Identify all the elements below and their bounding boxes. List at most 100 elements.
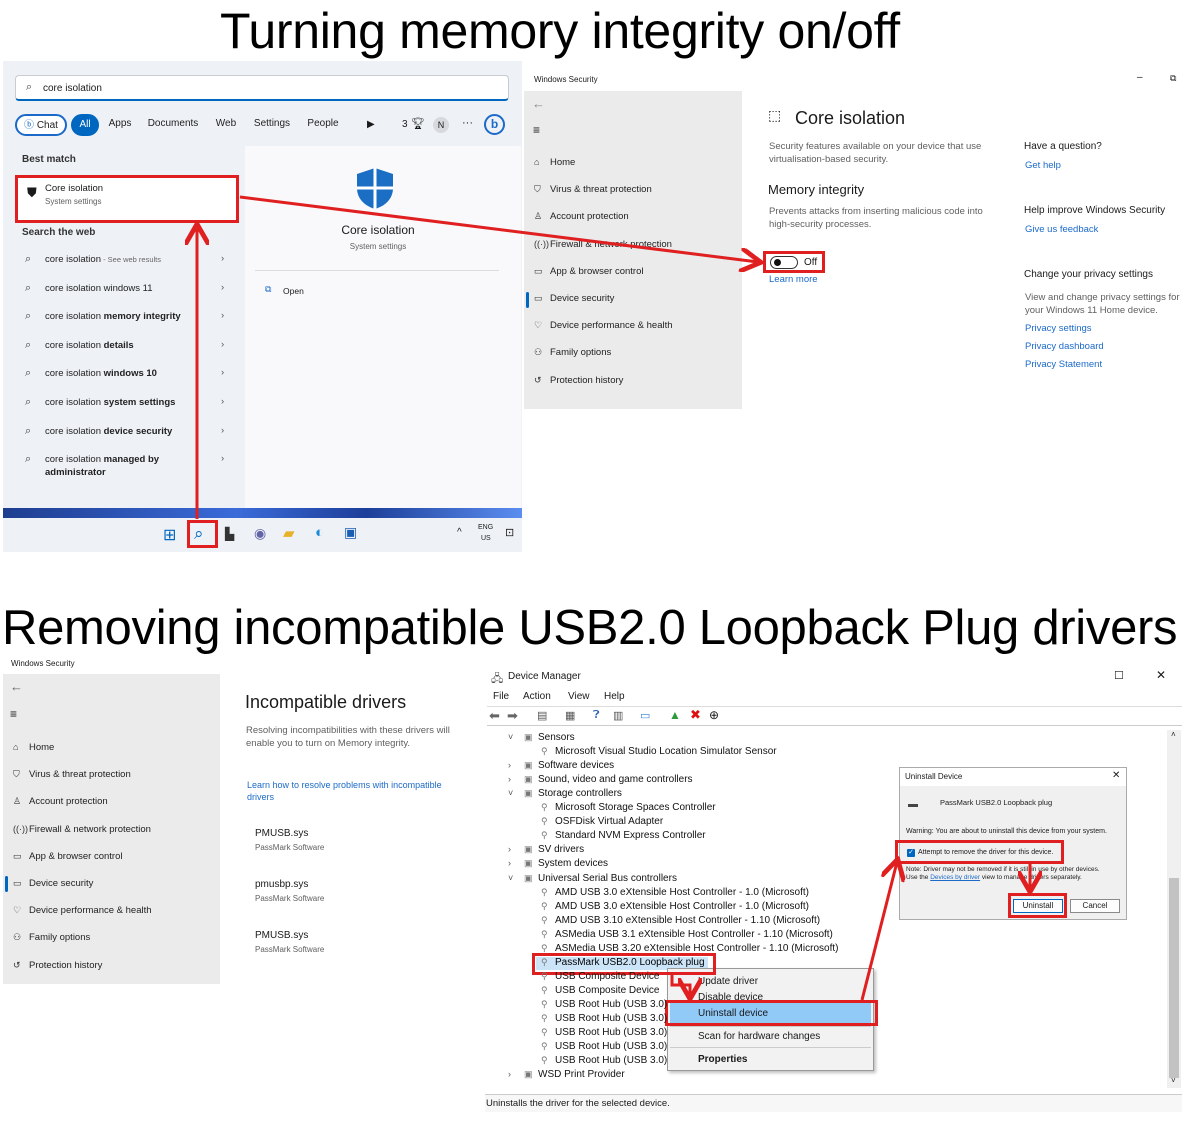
filter-people[interactable]: People xyxy=(307,118,339,129)
nav-item[interactable]: ⛉Virus & threat protection xyxy=(534,184,652,195)
web-result-item[interactable]: ⌕core isolation device security› xyxy=(25,425,235,449)
scroll-down-icon[interactable]: ˅ xyxy=(1171,1076,1176,1085)
tree-category[interactable]: ˅▣Universal Serial Bus controllers xyxy=(508,873,677,884)
web-result-item[interactable]: ⌕core isolation windows 11› xyxy=(25,282,235,306)
filter-web[interactable]: Web xyxy=(215,118,237,129)
tree-item[interactable]: ⚲AMD USB 3.0 eXtensible Host Controller … xyxy=(541,887,809,898)
web-result-item[interactable]: ⌕core isolation system settings› xyxy=(25,396,235,420)
open-link[interactable]: Open xyxy=(283,286,304,296)
filter-apps[interactable]: Apps xyxy=(108,118,132,129)
chevron-right-icon[interactable]: › xyxy=(508,774,511,785)
tree-category[interactable]: ›▣Software devices xyxy=(508,760,614,771)
nav-item[interactable]: ⛉Virus & threat protection xyxy=(13,769,131,780)
dm-scrollbar[interactable]: ˄ ˅ xyxy=(1167,730,1181,1088)
nav-item[interactable]: ♡Device performance & health xyxy=(534,320,673,331)
nav-item[interactable]: ▭App & browser control xyxy=(534,266,643,277)
nav-item[interactable]: ↺Protection history xyxy=(13,960,102,971)
chevron-down-icon[interactable]: ˅ xyxy=(508,788,514,799)
nav-item[interactable]: ↺Protection history xyxy=(534,375,623,386)
menu-file[interactable]: File xyxy=(493,691,510,702)
ctx-disable-device[interactable]: Disable device xyxy=(698,992,764,1003)
tree-category[interactable]: ˅▣Sensors xyxy=(508,732,575,743)
dialog-close-icon[interactable]: ✕ xyxy=(1112,770,1121,781)
chevron-right-icon[interactable]: › xyxy=(508,844,511,855)
nav-item[interactable]: ♡Device performance & health xyxy=(13,905,152,916)
scroll-thumb[interactable] xyxy=(1169,878,1179,1078)
notification-icon[interactable]: ⊡ xyxy=(505,527,515,539)
devices-by-driver-link[interactable]: Devices by driver xyxy=(930,874,981,881)
add-driver-icon[interactable]: ▲ xyxy=(669,708,681,722)
search-box[interactable]: ⌕ core isolation xyxy=(15,75,509,101)
store-icon[interactable]: ▣ xyxy=(344,524,358,540)
nav-item[interactable]: ▭App & browser control xyxy=(13,851,122,862)
tree-category[interactable]: ›▣SV drivers xyxy=(508,844,584,855)
chevron-right-icon[interactable]: › xyxy=(508,760,511,771)
nav-item[interactable]: ▭Device security xyxy=(13,878,93,889)
chevron-right-icon[interactable]: › xyxy=(508,1069,511,1080)
taskbar-search-icon[interactable]: ⌕ xyxy=(194,524,204,543)
tree-item-selected[interactable]: ⚲PassMark USB2.0 Loopback plug xyxy=(541,957,705,968)
minimize-icon[interactable]: – xyxy=(1137,72,1143,83)
tree-item[interactable]: ⚲ASMedia USB 3.1 eXtensible Host Control… xyxy=(541,929,833,940)
help-icon[interactable]: ❓︎ xyxy=(593,709,600,721)
ctx-update-driver[interactable]: Update driver xyxy=(698,976,759,987)
cancel-button[interactable]: Cancel xyxy=(1070,899,1120,913)
chat-app-icon[interactable]: ◉ xyxy=(254,525,267,541)
mi-toggle[interactable] xyxy=(770,256,798,269)
nav-item[interactable]: ((·))Firewall & network protection xyxy=(13,824,151,835)
hamburger-icon[interactable]: ≡ xyxy=(533,123,541,137)
hamburger-icon[interactable]: ≡ xyxy=(10,707,18,721)
tree-item[interactable]: ⚲AMD USB 3.0 eXtensible Host Controller … xyxy=(541,901,809,912)
remove-driver-checkbox[interactable]: ✓ xyxy=(907,849,915,857)
privacy-statement-link[interactable]: Privacy Statement xyxy=(1025,359,1103,370)
filter-chat[interactable]: ⓑ Chat xyxy=(15,114,67,136)
web-result-item[interactable]: ⌕core isolation details› xyxy=(25,339,235,363)
nav-item[interactable]: ▭Device security xyxy=(534,293,614,304)
search-input[interactable]: core isolation xyxy=(43,83,102,94)
privacy-dashboard-link[interactable]: Privacy dashboard xyxy=(1025,341,1104,352)
back-arrow-icon[interactable]: ← xyxy=(10,679,23,694)
nav-item[interactable]: ((·))Firewall & network protection xyxy=(534,239,672,250)
privacy-settings-link[interactable]: Privacy settings xyxy=(1025,323,1092,334)
chevron-right-icon[interactable]: › xyxy=(508,858,511,869)
restore-icon[interactable]: ⧉ xyxy=(1170,73,1177,83)
menu-view[interactable]: View xyxy=(568,691,590,702)
ctx-properties[interactable]: Properties xyxy=(698,1054,748,1065)
tray-region[interactable]: US xyxy=(481,535,491,542)
scroll-up-icon[interactable]: ˄ xyxy=(1171,730,1176,739)
filter-all[interactable]: All xyxy=(71,114,99,136)
incompat-learn-link[interactable]: Learn how to resolve problems with incom… xyxy=(247,780,442,802)
nav-item[interactable]: ⌂Home xyxy=(13,742,54,753)
tree-category[interactable]: ›▣Sound, video and game controllers xyxy=(508,774,693,785)
forward-icon[interactable]: ➡ xyxy=(507,708,518,723)
view-icon[interactable]: ▤ xyxy=(537,710,548,722)
tree-item[interactable]: ⚲USB Root Hub (USB 3.0) xyxy=(541,1027,667,1038)
feedback-link[interactable]: Give us feedback xyxy=(1025,224,1099,235)
web-result-item[interactable]: ⌕core isolation managed by administrator… xyxy=(25,453,235,478)
bing-icon[interactable]: b xyxy=(484,114,505,135)
tree-category[interactable]: ›▣System devices xyxy=(508,858,608,869)
edge-icon[interactable]: ◐ xyxy=(315,524,325,541)
tree-item[interactable]: ⚲Standard NVM Express Controller xyxy=(541,830,706,841)
chevron-down-icon[interactable]: ˅ xyxy=(508,732,514,742)
maximize-icon[interactable]: ☐ xyxy=(1114,670,1124,682)
file-explorer-icon[interactable]: ▰ xyxy=(283,525,295,542)
uninstall-icon[interactable]: ✖ xyxy=(690,707,701,722)
uninstall-button[interactable]: Uninstall xyxy=(1013,899,1063,913)
tree-category[interactable]: ›▣WSD Print Provider xyxy=(508,1069,625,1080)
close-icon[interactable]: ✕ xyxy=(1156,668,1167,682)
nav-item[interactable]: ♙Account protection xyxy=(13,796,108,807)
tree-item[interactable]: ⚲AMD USB 3.10 eXtensible Host Controller… xyxy=(541,915,820,926)
task-view-icon[interactable]: ▙ xyxy=(225,527,235,541)
play-icon[interactable]: ▶ xyxy=(367,119,375,130)
nav-item[interactable]: ♙Account protection xyxy=(534,211,629,222)
resources-icon[interactable]: ▥ xyxy=(613,710,624,722)
tree-item[interactable]: ⚲ASMedia USB 3.20 eXtensible Host Contro… xyxy=(541,943,838,954)
nav-item[interactable]: ⌂Home xyxy=(534,157,575,168)
ctx-scan-hardware[interactable]: Scan for hardware changes xyxy=(698,1031,821,1042)
tree-item[interactable]: ⚲USB Root Hub (USB 3.0) xyxy=(541,999,667,1010)
get-help-link[interactable]: Get help xyxy=(1025,160,1061,171)
tree-item[interactable]: ⚲Microsoft Storage Spaces Controller xyxy=(541,802,716,813)
tree-item[interactable]: ⚲USB Root Hub (USB 3.0) xyxy=(541,1055,667,1066)
nav-item[interactable]: ⚇Family options xyxy=(13,932,90,943)
